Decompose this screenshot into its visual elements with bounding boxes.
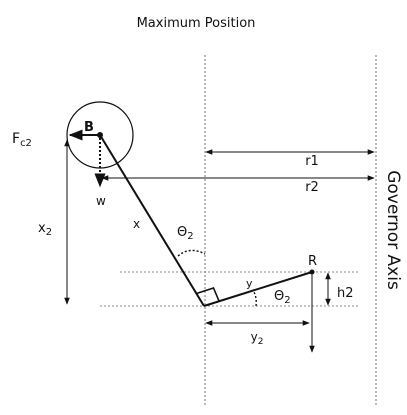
label-R: R [308, 254, 317, 269]
governor-axis-label: Governor Axis [383, 170, 403, 290]
point-R [309, 269, 315, 275]
label-x2: x2 [38, 221, 52, 238]
label-y: y [246, 277, 253, 290]
label-r1: r1 [305, 154, 319, 169]
label-r2: r2 [305, 180, 319, 195]
label-theta2-upper: Θ2 [177, 225, 194, 242]
label-y2: y2 [251, 330, 264, 347]
label-B: B [84, 120, 94, 135]
right-angle-marker [196, 287, 220, 302]
theta2-upper-arc [177, 249, 206, 257]
label-h2: h2 [337, 286, 354, 301]
arm-x [99, 134, 205, 307]
label-theta2-lower: Θ2 [274, 289, 291, 306]
theta2-lower-arc [253, 291, 257, 307]
label-fc2: Fc2 [12, 131, 32, 149]
diagram-title: Maximum Position [137, 16, 256, 31]
arm-y [203, 271, 313, 307]
label-w: w [96, 194, 106, 208]
label-x: x [133, 217, 140, 231]
